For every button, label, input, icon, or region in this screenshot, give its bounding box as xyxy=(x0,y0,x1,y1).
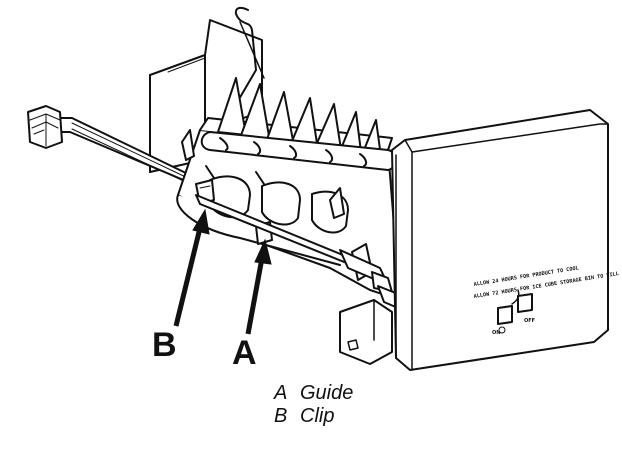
callout-label-b: B xyxy=(152,326,177,364)
legend-name-a: Guide xyxy=(300,382,354,404)
mounting-plate xyxy=(339,299,393,365)
switch-off-label: OFF xyxy=(524,318,535,324)
switch-indicator xyxy=(498,326,506,334)
parts-legend: A Guide B Clip xyxy=(274,382,353,428)
callout-label-a: A xyxy=(232,334,257,372)
switch-on-label: ON xyxy=(492,330,500,336)
stripper-roller xyxy=(200,131,397,171)
on-off-switch[interactable] xyxy=(497,289,533,325)
feeler-arm xyxy=(227,6,265,119)
harness-connector xyxy=(27,105,63,149)
legend-name-b: Clip xyxy=(300,405,335,427)
legend-row-a: A Guide xyxy=(274,382,353,405)
legend-letter-b: B xyxy=(274,405,288,427)
legend-row-b: B Clip xyxy=(274,405,353,428)
callout-arrow-b xyxy=(173,208,210,327)
callout-arrow-a xyxy=(245,238,272,335)
legend-letter-a: A xyxy=(274,382,288,404)
control-housing xyxy=(391,109,609,371)
